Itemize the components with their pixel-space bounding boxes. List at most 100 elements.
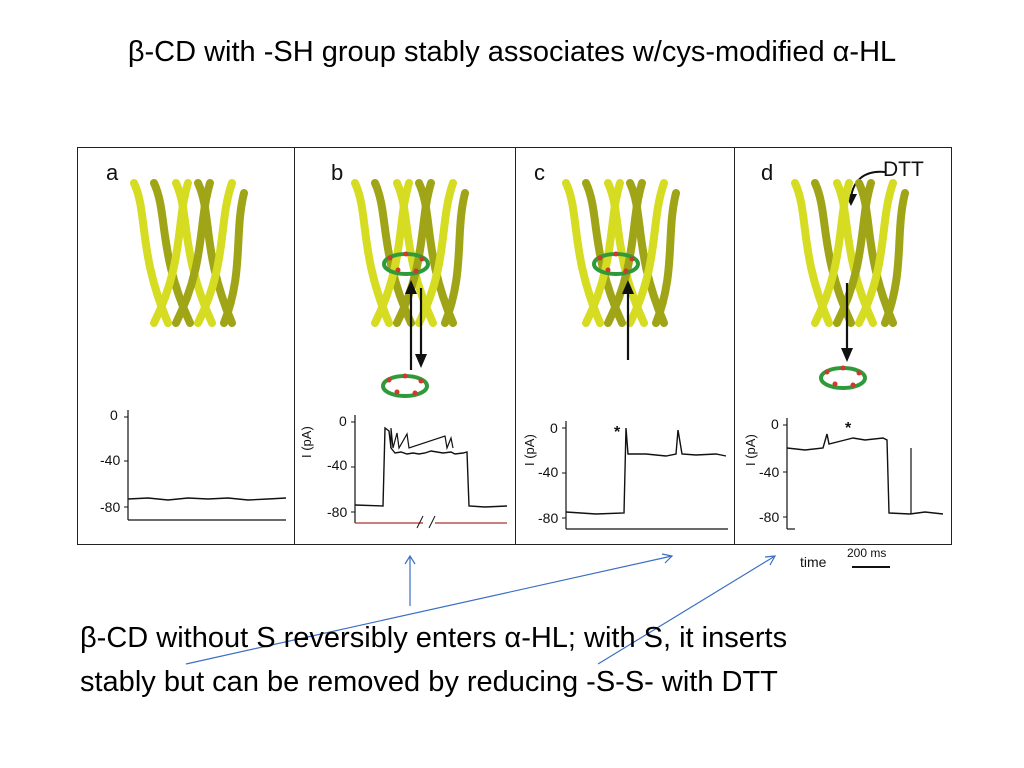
tick-80-a: -80 xyxy=(100,499,121,515)
oxygen-atom xyxy=(413,268,419,274)
pore-b xyxy=(351,179,469,327)
tick-0-c: 0 xyxy=(550,420,558,436)
beta-strand xyxy=(811,179,853,327)
oxygen-atom xyxy=(629,256,635,262)
current-trace-c xyxy=(565,427,727,515)
beta-strand xyxy=(855,179,897,327)
current-trace-a xyxy=(127,497,287,501)
cyclodextrin-b xyxy=(382,251,430,276)
dtt-label: DTT xyxy=(883,158,924,181)
beta-strand xyxy=(604,179,648,327)
free-cyclodextrin-b xyxy=(381,373,429,398)
beta-strand xyxy=(441,189,469,327)
tick-80-d: -80 xyxy=(759,509,780,525)
beta-strand xyxy=(652,189,680,327)
oxygen-atom xyxy=(597,255,603,261)
beta-strand xyxy=(415,179,457,327)
beta-strand xyxy=(150,179,192,327)
panel-a-graphic xyxy=(124,179,287,521)
oxygen-atom xyxy=(412,390,418,396)
beta-strand xyxy=(582,179,624,327)
beta-strand xyxy=(626,179,668,327)
star-marker-c: * xyxy=(614,424,621,441)
panel-letter-a: a xyxy=(106,160,119,185)
oxygen-atom xyxy=(419,256,425,262)
oxygen-atom xyxy=(856,370,862,376)
scale-bar-label: 200 ms xyxy=(847,546,887,560)
panel-c: c 0 -40 -80 I (pA) * xyxy=(516,148,735,544)
caption-line-1: β-CD without S reversibly enters α-HL; w… xyxy=(80,622,788,654)
oxygen-atom xyxy=(386,377,392,383)
caption: β-CD without S reversibly enters α-HL; w… xyxy=(80,616,980,704)
beta-strand xyxy=(582,179,626,327)
beta-strand xyxy=(172,179,216,327)
beta-strand xyxy=(130,179,172,327)
arrow-to-panel-c xyxy=(185,555,673,665)
cyclodextrin-c xyxy=(592,251,640,276)
beta-strand xyxy=(194,179,236,327)
scale-bar xyxy=(852,566,890,568)
slide-title: β-CD with -SH group stably associates w/… xyxy=(127,36,897,68)
tick-0-a: 0 xyxy=(110,407,118,423)
beta-strand xyxy=(371,179,413,327)
beta-strand xyxy=(351,179,393,327)
tick-40-d: -40 xyxy=(759,464,780,480)
tick-0-b: 0 xyxy=(339,413,347,429)
panel-a: a 0 -40 -80 xyxy=(78,148,295,544)
time-axis-label: time xyxy=(800,554,827,570)
beta-strand xyxy=(833,179,875,327)
star-marker-d: * xyxy=(845,420,852,437)
oxygen-atom xyxy=(395,267,401,273)
pore-a xyxy=(130,179,248,327)
current-trace-b xyxy=(354,426,508,508)
beta-strand xyxy=(811,179,855,327)
oxygen-atom xyxy=(832,381,838,387)
oxygen-atom xyxy=(605,267,611,273)
tick-80-c: -80 xyxy=(538,510,559,526)
oxygen-atom xyxy=(394,389,400,395)
beta-strand xyxy=(150,179,194,327)
beta-strand xyxy=(194,179,236,327)
panel-b-graphic xyxy=(351,179,508,529)
oxygen-atom xyxy=(418,378,424,384)
beta-strand xyxy=(562,179,604,327)
oxygen-atom xyxy=(840,365,846,371)
tick-0-d: 0 xyxy=(771,416,779,432)
beta-strand xyxy=(172,179,214,327)
beta-strand xyxy=(833,179,877,327)
beta-strand xyxy=(371,179,415,327)
caption-line-2: stably but can be removed by reducing -S… xyxy=(80,666,778,698)
beta-strand xyxy=(791,179,833,327)
oxygen-atom xyxy=(824,369,830,375)
current-trace-d xyxy=(786,433,944,515)
tick-40-c: -40 xyxy=(538,464,559,480)
panel-letter-c: c xyxy=(534,160,545,185)
pore-c xyxy=(562,179,680,327)
nanopore-figure: a 0 -40 -80 b xyxy=(77,147,952,545)
panel-d: d DTT 0 -40 -80 I (pA) * xyxy=(735,148,951,544)
oxygen-atom xyxy=(387,255,393,261)
panel-d-graphic xyxy=(783,170,944,530)
beta-strand xyxy=(626,179,668,327)
pore-d xyxy=(791,179,909,327)
released-cyclodextrin-d xyxy=(819,365,867,390)
panel-c-graphic xyxy=(562,179,728,530)
oxygen-atom xyxy=(850,382,856,388)
beta-strand xyxy=(881,189,909,327)
oxygen-atom xyxy=(613,251,619,257)
tick-40-b: -40 xyxy=(327,457,348,473)
tick-40-a: -40 xyxy=(100,452,121,468)
beta-strand xyxy=(393,179,437,327)
panel-b: b 0 -40 -80 I (pA) xyxy=(295,148,516,544)
panel-letter-b: b xyxy=(331,160,344,185)
oxygen-atom xyxy=(623,268,629,274)
tick-80-b: -80 xyxy=(327,504,348,520)
beta-strand xyxy=(220,189,248,327)
beta-strand xyxy=(415,179,457,327)
oxygen-atom xyxy=(402,373,408,379)
oxygen-atom xyxy=(403,251,409,257)
beta-strand xyxy=(604,179,646,327)
panel-letter-d: d xyxy=(761,160,774,185)
beta-strand xyxy=(855,179,897,327)
